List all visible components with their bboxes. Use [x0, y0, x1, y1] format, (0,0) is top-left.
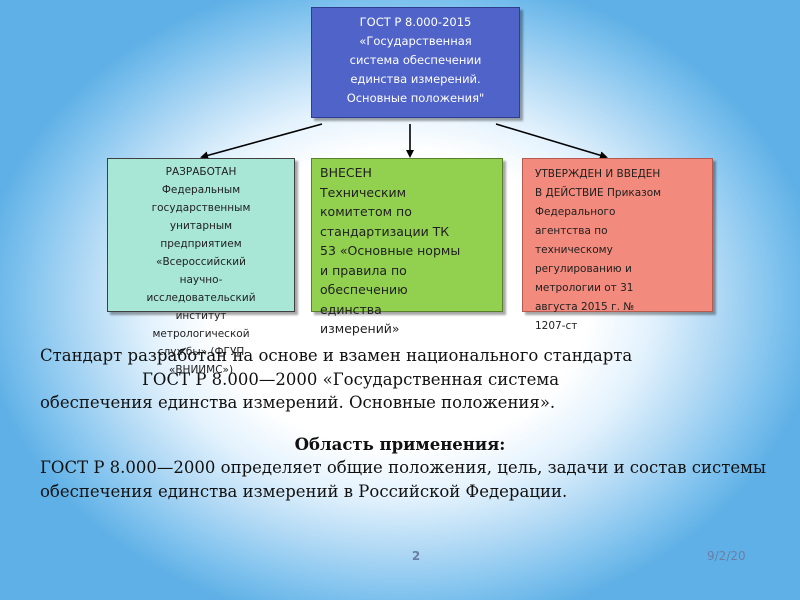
developer-text: РАЗРАБОТАН Федеральным государственным у… — [146, 166, 256, 376]
arrow-to-right-box — [495, 123, 608, 160]
standard-title-text: ГОСТ Р 8.000-2015 «Государственная систе… — [346, 15, 485, 105]
body-text: Стандарт разработан на основе и взамен н… — [40, 344, 770, 503]
developer-box: РАЗРАБОТАН Федеральным государственным у… — [107, 158, 295, 376]
body-line-1: Стандарт разработан на основе и взамен н… — [40, 346, 633, 365]
approved-box: УТВЕРЖДЕН И ВВЕДЕН В ДЕЙСТВИЕ Приказом Ф… — [522, 158, 713, 332]
body-line-3: обеспечения единства измерений. Основные… — [40, 393, 556, 412]
arrow-to-left-box — [200, 123, 323, 160]
standard-title-box: ГОСТ Р 8.000-2015 «Государственная систе… — [311, 7, 520, 118]
scope-text: ГОСТ Р 8.000—2000 определяет общие полож… — [40, 458, 767, 501]
page-number: 2 — [411, 549, 421, 563]
body-line-2: ГОСТ Р 8.000—2000 «Государственная систе… — [142, 369, 560, 389]
introduced-by-text: ВНЕСЕН Техническим комитетом по стандарт… — [320, 165, 461, 336]
introduced-by-box: ВНЕСЕН Техническим комитетом по стандарт… — [311, 158, 503, 336]
date-label: 9/2/20 — [707, 549, 746, 563]
scope-title: Область применения: — [294, 434, 506, 454]
approved-text: УТВЕРЖДЕН И ВВЕДЕН В ДЕЙСТВИЕ Приказом Ф… — [535, 168, 662, 332]
